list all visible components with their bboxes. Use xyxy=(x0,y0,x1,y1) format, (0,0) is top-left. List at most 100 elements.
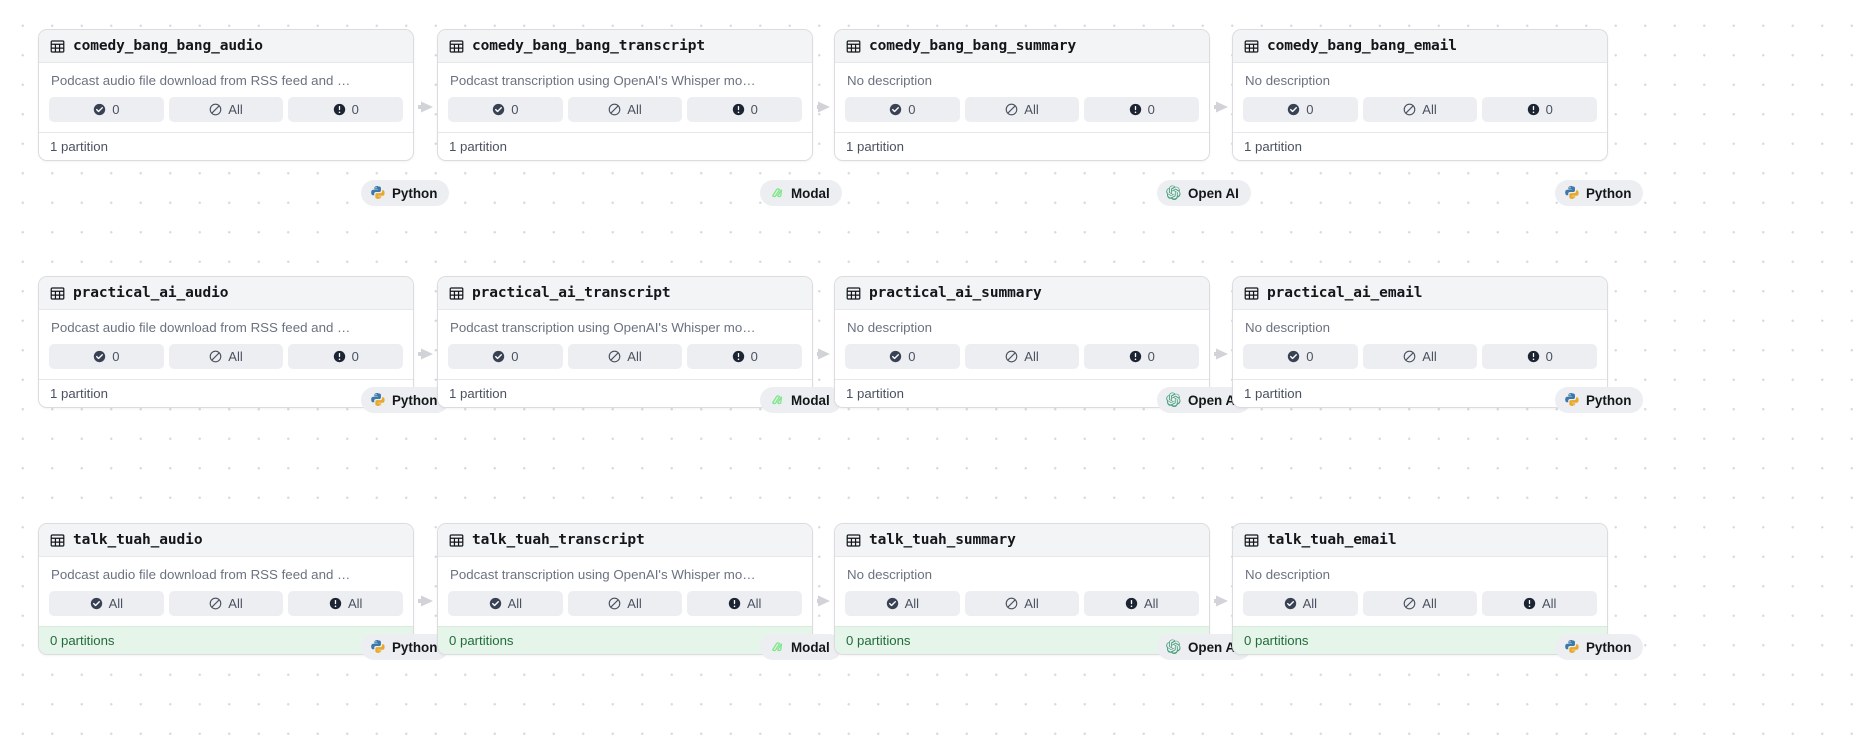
freshness-badge-value: All xyxy=(1422,596,1437,611)
freshness-badge[interactable]: All xyxy=(168,97,284,122)
asset-node-header[interactable]: comedy_bang_bang_email xyxy=(1233,30,1607,63)
table-icon xyxy=(50,39,65,54)
compute-kind-tag[interactable]: Modal xyxy=(760,634,842,660)
alert-circle-icon xyxy=(333,350,346,363)
compute-kind-tag[interactable]: Python xyxy=(1555,180,1644,206)
python-icon xyxy=(1564,639,1580,655)
freshness-badge[interactable]: All xyxy=(567,591,683,616)
compute-kind-tag[interactable]: Open AI xyxy=(1157,180,1251,206)
freshness-badge-value: All xyxy=(1024,102,1039,117)
compute-kind-tag[interactable]: Modal xyxy=(760,387,842,413)
asset-node-header[interactable]: comedy_bang_bang_summary xyxy=(835,30,1209,63)
asset-node-header[interactable]: talk_tuah_audio xyxy=(39,524,413,557)
compute-kind-tag[interactable]: Python xyxy=(361,387,450,413)
slash-circle-icon xyxy=(1403,350,1416,363)
freshness-badge[interactable]: All xyxy=(964,344,1080,369)
asset-node-header[interactable]: comedy_bang_bang_audio xyxy=(39,30,413,63)
asset-partition-status: 1 partition xyxy=(835,379,1209,407)
alerts-badge[interactable]: 0 xyxy=(1482,344,1598,369)
checks-badge[interactable]: 0 xyxy=(448,97,563,122)
table-icon xyxy=(449,533,464,548)
freshness-badge[interactable]: All xyxy=(1362,344,1478,369)
alerts-badge[interactable]: 0 xyxy=(687,344,803,369)
freshness-badge-value: All xyxy=(228,102,243,117)
alerts-badge[interactable]: All xyxy=(1084,591,1200,616)
alerts-badge[interactable]: 0 xyxy=(687,97,803,122)
checks-badge[interactable]: All xyxy=(845,591,960,616)
checks-badge[interactable]: All xyxy=(1243,591,1358,616)
asset-status-badges: 0 All 0 xyxy=(49,97,404,122)
asset-node-header[interactable]: comedy_bang_bang_transcript xyxy=(438,30,812,63)
freshness-badge[interactable]: All xyxy=(1362,97,1478,122)
python-icon xyxy=(370,392,386,408)
checks-badge[interactable]: All xyxy=(448,591,563,616)
alerts-badge[interactable]: All xyxy=(288,591,404,616)
alerts-badge[interactable]: 0 xyxy=(1084,97,1200,122)
freshness-badge[interactable]: All xyxy=(964,97,1080,122)
compute-kind-label: Modal xyxy=(791,392,830,408)
checks-badge-value: 0 xyxy=(908,102,916,117)
asset-node-header[interactable]: practical_ai_transcript xyxy=(438,277,812,310)
asset-description: No description xyxy=(1245,320,1330,335)
freshness-badge[interactable]: All xyxy=(567,344,683,369)
asset-node-header[interactable]: practical_ai_audio xyxy=(39,277,413,310)
freshness-badge[interactable]: All xyxy=(168,591,284,616)
checks-badge[interactable]: 0 xyxy=(1243,97,1358,122)
compute-kind-tag[interactable]: Python xyxy=(361,180,450,206)
asset-status-badges: 0 All 0 xyxy=(845,344,1200,369)
asset-node-header[interactable]: practical_ai_summary xyxy=(835,277,1209,310)
alerts-badge[interactable]: 0 xyxy=(288,97,404,122)
alerts-badge[interactable]: 0 xyxy=(1084,344,1200,369)
alerts-badge[interactable]: All xyxy=(687,591,803,616)
alerts-badge-value: 0 xyxy=(750,349,758,364)
asset-node-header[interactable]: talk_tuah_transcript xyxy=(438,524,812,557)
checks-badge[interactable]: 0 xyxy=(49,97,164,122)
alerts-badge-value: 0 xyxy=(1545,349,1553,364)
compute-kind-tag[interactable]: Python xyxy=(1555,387,1644,413)
dependency-arrow xyxy=(418,595,433,607)
asset-node-header[interactable]: talk_tuah_email xyxy=(1233,524,1607,557)
checks-badge[interactable]: 0 xyxy=(49,344,164,369)
checks-badge[interactable]: 0 xyxy=(845,97,960,122)
asset-node-header[interactable]: practical_ai_email xyxy=(1233,277,1607,310)
compute-kind-tag[interactable]: Python xyxy=(361,634,450,660)
asset-description: Podcast transcription using OpenAI's Whi… xyxy=(450,73,756,88)
asset-partition-status: 0 partitions xyxy=(438,626,812,654)
check-circle-icon xyxy=(1284,597,1297,610)
asset-node-header[interactable]: talk_tuah_summary xyxy=(835,524,1209,557)
alerts-badge[interactable]: All xyxy=(1482,591,1598,616)
checks-badge[interactable]: All xyxy=(49,591,164,616)
freshness-badge[interactable]: All xyxy=(567,97,683,122)
checks-badge[interactable]: 0 xyxy=(448,344,563,369)
compute-kind-tag[interactable]: Modal xyxy=(760,180,842,206)
asset-description: Podcast transcription using OpenAI's Whi… xyxy=(450,320,756,335)
python-icon xyxy=(370,639,386,655)
alerts-badge[interactable]: 0 xyxy=(288,344,404,369)
freshness-badge[interactable]: All xyxy=(964,591,1080,616)
asset-node[interactable]: practical_ai_email No description 0 All 0… xyxy=(1232,276,1608,408)
checks-badge-value: 0 xyxy=(511,102,519,117)
compute-kind-tag[interactable]: Python xyxy=(1555,634,1644,660)
freshness-badge[interactable]: All xyxy=(1362,591,1478,616)
freshness-badge[interactable]: All xyxy=(168,344,284,369)
slash-circle-icon xyxy=(608,597,621,610)
checks-badge[interactable]: 0 xyxy=(845,344,960,369)
table-icon xyxy=(846,286,861,301)
asset-node-body: No description All All All xyxy=(835,557,1209,626)
alerts-badge[interactable]: 0 xyxy=(1482,97,1598,122)
freshness-badge-value: All xyxy=(1422,349,1437,364)
asset-status-badges: 0 All 0 xyxy=(1243,344,1598,369)
checks-badge[interactable]: 0 xyxy=(1243,344,1358,369)
